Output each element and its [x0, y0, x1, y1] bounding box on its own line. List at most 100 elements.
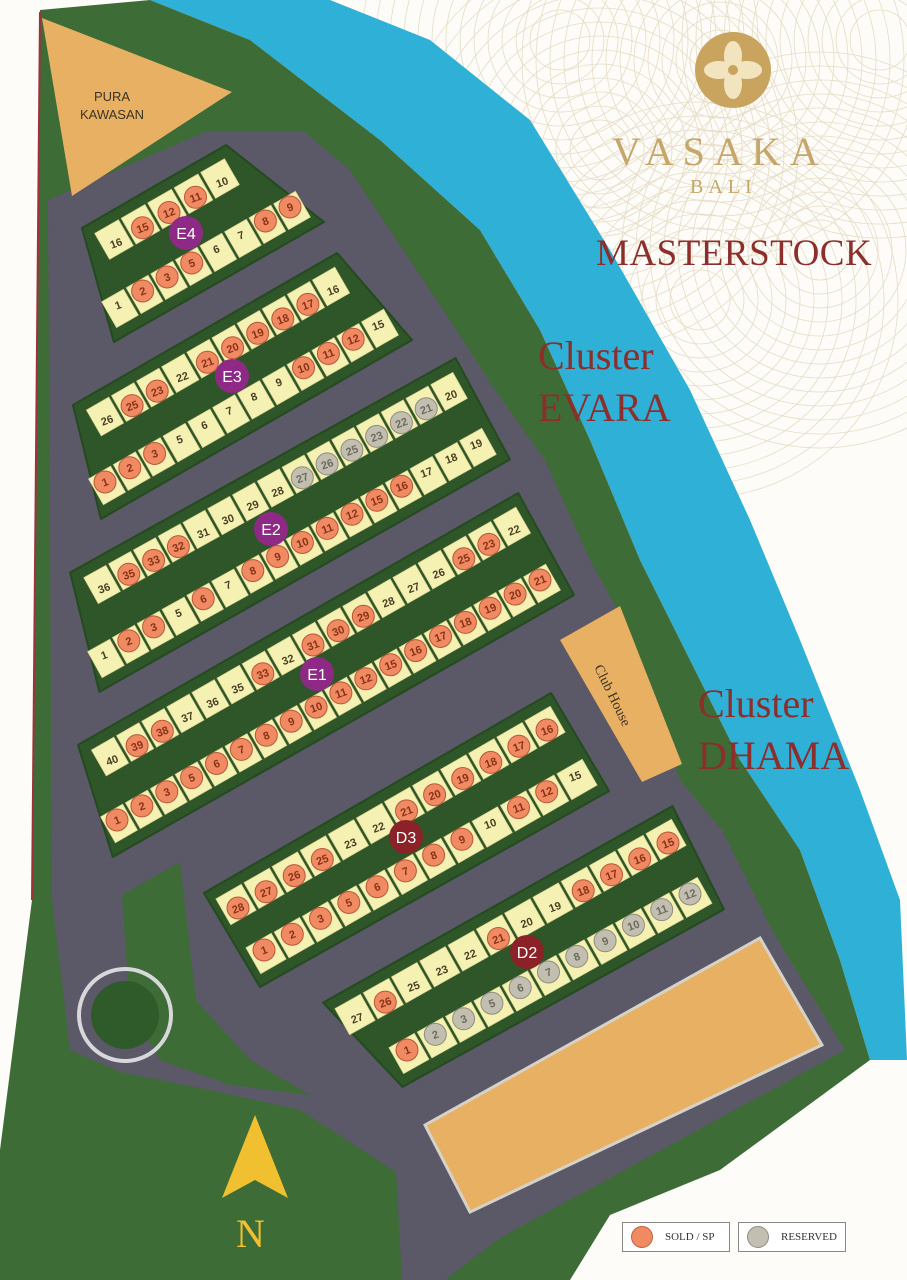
cluster-badge-label: E3: [222, 369, 242, 386]
roundabout-ring: [77, 967, 173, 1063]
lot-E1-33: 33: [241, 650, 280, 691]
reserved-marker-icon: [414, 397, 438, 421]
pura-label-line2: KAWASAN: [79, 107, 145, 122]
sold-marker-icon: [180, 766, 204, 790]
sold-marker-icon: [131, 279, 155, 303]
lotus-arc: [747, 177, 893, 323]
lot-plot: [256, 468, 295, 508]
lot-number: 2: [137, 800, 147, 813]
sold-marker-icon: [329, 681, 353, 705]
lot-number: 8: [248, 565, 258, 578]
lot-number: 36: [97, 581, 113, 596]
lot-number: 8: [262, 730, 272, 743]
lot-number: 26: [287, 869, 303, 884]
cluster-badge-D3: D3: [389, 820, 423, 854]
lot-E3-20: 20: [211, 324, 250, 365]
lot-number: 8: [249, 391, 259, 404]
lot-E3-8: 8: [236, 380, 275, 420]
lot-E2-9: 9: [260, 540, 299, 580]
sold-marker-icon: [205, 752, 228, 775]
sold-marker-icon: [241, 559, 265, 583]
lot-number: 25: [315, 853, 331, 868]
lot-number: 1: [259, 944, 269, 957]
lot-D3-2: 2: [273, 916, 315, 959]
lotus-arc: [445, 0, 675, 155]
lot-number: 5: [174, 607, 184, 620]
open-plot-area: [423, 935, 825, 1214]
lot-D2-5: 5: [473, 986, 515, 1028]
cluster-evara-label: Cluster EVARA: [538, 330, 671, 434]
cluster-badge-circle: [300, 657, 334, 691]
lot-number: 3: [316, 913, 326, 926]
lot-number: 5: [187, 257, 197, 270]
site-boundary-line: [31, 11, 41, 901]
lot-E1-1: 1: [100, 803, 138, 844]
reserved-marker-icon: [365, 424, 389, 448]
lot-plot: [355, 802, 398, 845]
lot-number: 33: [146, 554, 162, 569]
lot-E3-25: 25: [110, 382, 150, 423]
cluster-badge-label: D3: [396, 830, 417, 847]
lot-number: 2: [138, 285, 148, 298]
lot-E2-15: 15: [359, 484, 398, 524]
sold-marker-icon: [477, 532, 501, 556]
lot-E2-31: 31: [182, 509, 220, 550]
sold-marker-icon: [120, 394, 144, 418]
lot-E4-10: 10: [200, 158, 240, 199]
lot-number: 26: [320, 457, 336, 472]
lot-number: 6: [516, 982, 526, 995]
sold-marker-icon: [429, 625, 452, 648]
lot-E1-11: 11: [323, 676, 362, 717]
lot-E2-23: 23: [355, 413, 394, 453]
lot-plot: [162, 422, 201, 463]
lotus-arc: [647, 0, 793, 133]
lot-E2-33: 33: [132, 537, 171, 577]
lot-E1-7: 7: [224, 733, 263, 773]
lot-E4-9: 9: [273, 190, 311, 231]
lot-E1-25: 25: [442, 535, 481, 576]
lot-E2-29: 29: [231, 482, 270, 522]
lot-E2-8: 8: [235, 554, 274, 594]
lot-E2-26: 26: [306, 440, 344, 481]
lot-E1-9: 9: [274, 704, 313, 745]
lot-number: 16: [632, 852, 648, 867]
lot-D3-17: 17: [496, 721, 538, 764]
sold-marker-icon: [379, 653, 403, 677]
sold-marker-icon: [571, 879, 595, 903]
lot-D2-21: 21: [475, 914, 518, 956]
lot-E3-6: 6: [187, 408, 226, 449]
lot-E2-10: 10: [285, 526, 324, 566]
cluster-badge-D2: D2: [510, 935, 544, 969]
sold-marker-icon: [337, 891, 361, 914]
sold-marker-icon: [117, 629, 141, 653]
lotus-arc: [655, 255, 745, 345]
lot-number: 12: [345, 508, 361, 523]
lotus-arc: [635, 65, 907, 435]
lotus-arc: [733, 163, 907, 337]
lot-plot: [87, 638, 125, 679]
lot-E1-12: 12: [348, 662, 387, 703]
lot-number: 3: [459, 1013, 469, 1026]
lot-plot: [459, 427, 497, 468]
sold-marker-icon: [296, 292, 320, 316]
reserved-marker-icon: [678, 882, 702, 906]
lot-D2-22: 22: [447, 930, 489, 972]
lotus-arc: [691, 121, 907, 379]
lot-E2-18: 18: [434, 441, 472, 482]
sold-marker-icon: [142, 615, 166, 639]
lot-E2-7: 7: [211, 568, 249, 608]
lot-number: 17: [511, 739, 527, 754]
sold-marker-icon: [478, 596, 502, 620]
lot-E2-11: 11: [310, 512, 348, 552]
lot-number: 29: [356, 610, 372, 625]
lot-number: 18: [576, 884, 592, 899]
lot-number: 19: [547, 900, 563, 915]
lot-plot: [200, 158, 240, 199]
lot-number: 35: [121, 567, 137, 582]
lot-plot: [360, 308, 399, 349]
lot-number: 6: [373, 881, 383, 894]
lot-number: 22: [394, 416, 410, 431]
sold-marker-icon: [453, 610, 477, 634]
